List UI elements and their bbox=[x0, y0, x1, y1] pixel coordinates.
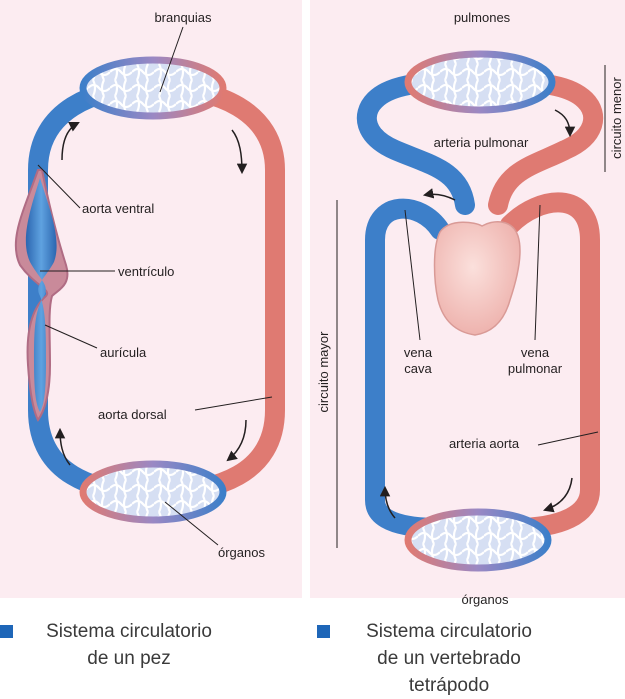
caption-tetrapod-bullet bbox=[317, 625, 330, 638]
label-organos-tetrapod: órganos bbox=[462, 592, 509, 607]
label-organos-fish: órganos bbox=[218, 545, 265, 560]
caption-tetrapod-line3: tetrápodo bbox=[310, 672, 560, 699]
label-arteria-aorta: arteria aorta bbox=[449, 436, 520, 451]
label-auricula: aurícula bbox=[100, 345, 147, 360]
caption-tetrapod-line1: Sistema circulatorio bbox=[310, 618, 560, 645]
tetrapod-organs bbox=[408, 512, 548, 568]
caption-fish-line2: de un pez bbox=[0, 645, 240, 672]
caption-fish-line1: Sistema circulatorio bbox=[0, 618, 240, 645]
caption-tetrapod-line2: de un vertebrado bbox=[310, 645, 560, 672]
fish-organs bbox=[83, 464, 223, 520]
caption-fish-bullet bbox=[0, 625, 13, 638]
fish-gills bbox=[83, 60, 223, 116]
label-aorta-ventral: aorta ventral bbox=[82, 201, 154, 216]
label-circuito-mayor: circuito mayor bbox=[316, 331, 331, 413]
label-branquias: branquias bbox=[154, 10, 212, 25]
label-aorta-dorsal: aorta dorsal bbox=[98, 407, 167, 422]
label-vena-cava-line2: cava bbox=[404, 361, 432, 376]
lungs-capillaries bbox=[408, 54, 552, 110]
label-ventriculo: ventrículo bbox=[118, 264, 174, 279]
label-vena-pulmonar-line2: pulmonar bbox=[508, 361, 563, 376]
caption-fish: Sistema circulatorio de un pez bbox=[0, 618, 240, 672]
label-vena-cava-line1: vena bbox=[404, 345, 433, 360]
caption-tetrapod: Sistema circulatorio de un vertebrado te… bbox=[310, 618, 560, 699]
label-arteria-pulmonar: arteria pulmonar bbox=[434, 135, 529, 150]
label-circuito-menor: circuito menor bbox=[609, 77, 624, 159]
label-pulmones: pulmones bbox=[454, 10, 511, 25]
label-vena-pulmonar-line1: vena bbox=[521, 345, 550, 360]
